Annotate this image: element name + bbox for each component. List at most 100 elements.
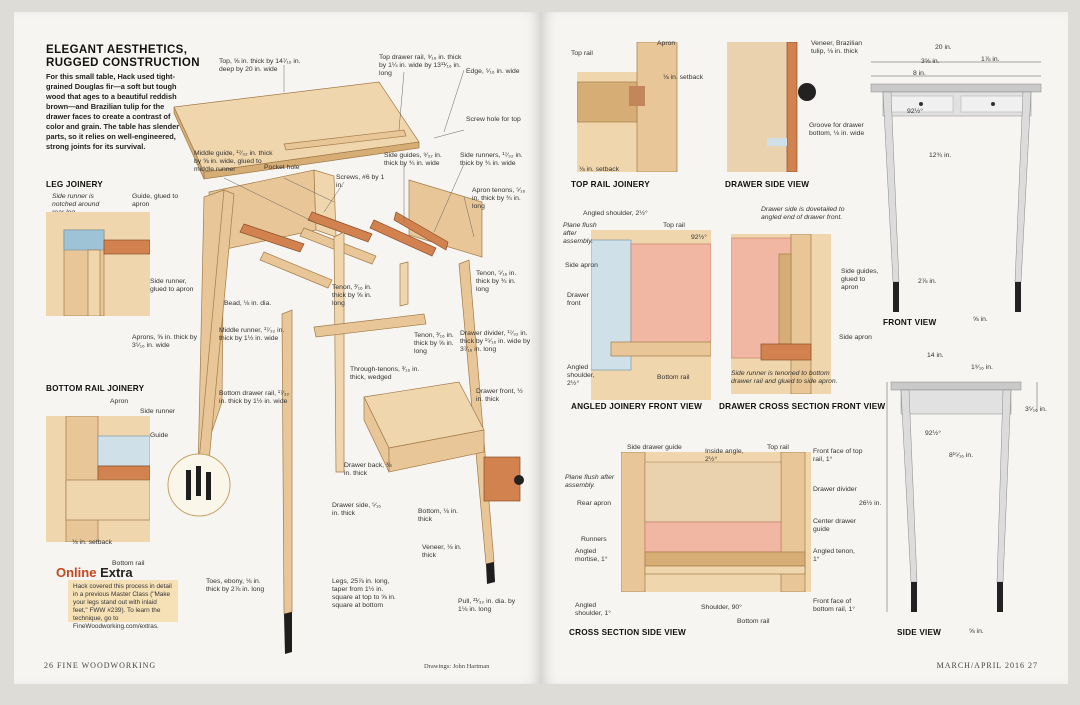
label-apron-tenons: Apron tenons, ⁵⁄₁₆ in. thick by ¾ in. lo…: [472, 187, 526, 210]
drawer-cross-section-illustration: [731, 234, 831, 394]
drawer-groove-label: Groove for drawer bottom, ⅛ in. wide: [809, 122, 865, 137]
runner-front: [259, 251, 333, 289]
label-screws: Screws, #6 by 1 in.: [336, 174, 385, 189]
cs-runners: Runners: [581, 536, 607, 543]
bottom-rail-joinery-illustration: [46, 416, 150, 542]
label-top-drawer-rail: Top drawer rail, ⁹⁄₁₆ in. thick by 1¼ in…: [379, 54, 462, 77]
top-drawer-rail: [283, 129, 407, 151]
label-pull: Pull, ²¹⁄₃₂ in. dia. by 1⅛ in. long: [458, 598, 516, 613]
left-folio: 26 FINE WOODWORKING: [44, 661, 157, 670]
bottom-side-runner-label: Side runner: [140, 408, 176, 415]
right-page: Top rail Apron ⅛ in. setback ⅛ in. setba…: [541, 12, 1068, 684]
drawer-veneer-label: Veneer, Brazilian tulip, ⅛ in. thick: [811, 40, 863, 55]
top-rail-apron-label: Apron: [657, 40, 676, 47]
label-through-tenons: Through-tenons, ³⁄₁₆ in. thick, wedged: [350, 366, 420, 381]
front-dim-f: ⅝ in.: [973, 316, 988, 323]
cs-center-guide: Center drawer guide: [813, 518, 857, 533]
label-screw-hole: Screw hole for top: [466, 116, 521, 123]
angled-joinery-heading: ANGLED JOINERY FRONT VIEW: [571, 402, 703, 411]
angled-bottom-rail: Bottom rail: [657, 374, 690, 381]
leg-joinery-heading: LEG JOINERY: [46, 180, 103, 189]
angled-shoulder-top: Angled shoulder, 2½°: [583, 210, 648, 217]
label-drawer-divider: Drawer divider, ¹⁷⁄₃₂ in. thick by ¹⁵⁄₁₆…: [460, 330, 531, 353]
drawing-credit: Drawings: John Hartman: [424, 663, 490, 670]
tabletop-side: [173, 106, 205, 180]
angled-side-apron: Side apron: [565, 262, 598, 269]
front-dim-b: 8 in.: [913, 70, 926, 77]
leg-guide-label: Guide, glued to apron: [132, 193, 179, 208]
front-dim-c: 1⅞ in.: [981, 56, 1000, 63]
cs-angled-shoulder: Angled shoulder, 1°: [575, 602, 611, 617]
label-bottom-drawer-rail: Bottom drawer rail, ¹⁷⁄₃₂ in. thick by 1…: [219, 390, 290, 405]
front-dim-d: 12¾ in.: [929, 152, 952, 159]
cs-bottom-rail: Bottom rail: [737, 618, 770, 625]
drawer-divider: [399, 261, 409, 307]
label-tenon-a: Tenon, ⁵⁄₁₆ in. thick by ¾ in. long: [476, 270, 517, 293]
side-dim-b: 3⁵⁄₁₆ in.: [1025, 406, 1047, 413]
side-runner-right: [369, 219, 437, 257]
cs-rear-apron: Rear apron: [577, 500, 612, 507]
online-extra-title-b: Extra: [96, 565, 133, 580]
online-extra-title: Online Extra: [56, 565, 133, 580]
side-height: 26½ in.: [859, 500, 882, 507]
label-toes: Toes, ebony, ⅛ in. thick by 2⅞ in. long: [206, 578, 265, 593]
leg-side-runner-label: Side runner, glued to apron: [150, 278, 194, 293]
drawer-side-view-illustration: [727, 42, 816, 172]
label-tenon-c: Tenon, ³⁄₁₆ in. thick by ⅝ in. long: [414, 332, 454, 355]
label-tenon-b: Tenon, ³⁄₁₆ in. thick by ⅝ in. long: [332, 284, 372, 307]
label-veneer: Veneer, ⅛ in. thick: [422, 544, 462, 559]
label-bottom: Bottom, ⅛ in. thick: [418, 508, 459, 523]
front-angle: 92½°: [907, 108, 923, 115]
cross-dovetail-note: Drawer side is dovetailed to angled end …: [761, 206, 845, 221]
cs-shoulder: Shoulder, 90°: [701, 604, 742, 611]
cs-front-face-top: Front face of top rail, 1°: [813, 448, 863, 463]
front-left-toe: [284, 612, 292, 654]
front-view-illustration: [870, 61, 1042, 312]
bottom-apron-label: Apron: [110, 398, 129, 405]
front-width-dim: 20 in.: [935, 44, 952, 51]
leg-joinery-illustration: [46, 212, 150, 316]
front-dim-a: 3⅝ in.: [921, 58, 940, 65]
label-bead: Bead, ⅛ in. dia.: [224, 300, 272, 307]
page-title: ELEGANT AESTHETICS, RUGGED CONSTRUCTION: [46, 44, 200, 70]
top-rail-joinery-illustration: [577, 42, 678, 172]
front-right-toe: [486, 562, 495, 584]
label-drawer-front: Drawer front, ½ in. thick: [476, 388, 523, 403]
side-dim-c: 8¹⁵⁄₁₆ in.: [949, 452, 974, 459]
left-page: ELEGANT AESTHETICS, RUGGED CONSTRUCTION …: [14, 12, 541, 684]
side-runner-left: [239, 223, 305, 253]
angled-shoulder-bottom: Angled shoulder, 2½°: [567, 364, 595, 387]
side-depth-dim: 14 in.: [927, 352, 944, 359]
cs-side-drawer-guide: Side drawer guide: [627, 444, 682, 451]
label-side-guides: Side guides, ⁹⁄₃₂ in. thick by ¾ in. wid…: [384, 152, 442, 167]
bottom-rail-label: Bottom rail: [112, 560, 145, 567]
side-view-heading: SIDE VIEW: [897, 628, 942, 637]
label-middle-guide: Middle guide, ¹⁷⁄₃₂ in. thick by ⅝ in. w…: [194, 150, 273, 173]
cs-plane-flush: Plane flush after assembly.: [565, 474, 615, 489]
toe-detail-illustration: [167, 453, 231, 517]
angled-plane-flush: Plane flush after assembly.: [563, 222, 597, 245]
title-line-2: RUGGED CONSTRUCTION: [46, 57, 200, 69]
label-edge: Edge, ⁵⁄₁₆ in. wide: [466, 68, 520, 75]
drawer-front-face: [388, 429, 485, 473]
label-pocket-hole: Pocket hole: [264, 164, 300, 171]
angled-joinery-illustration: [591, 230, 711, 400]
angled-angle: 92½°: [691, 234, 707, 241]
drawer-cross-section-heading: DRAWER CROSS SECTION FRONT VIEW: [719, 402, 886, 411]
side-guide: [393, 211, 449, 251]
exploded-table-illustration: [173, 65, 524, 654]
magazine-spread: ELEGANT AESTHETICS, RUGGED CONSTRUCTION …: [14, 12, 1068, 684]
title-line-1: ELEGANT AESTHETICS,: [46, 44, 188, 56]
intro-text: For this small table, Hack used tight-gr…: [46, 72, 180, 151]
right-folio: MARCH/APRIL 2016 27: [936, 661, 1038, 670]
rear-right-leg: [333, 231, 345, 473]
cross-runner-note: Side runner is tenoned to bottom drawer …: [731, 370, 838, 385]
label-drawer-back: Drawer back, ⅜ in. thick: [344, 462, 392, 477]
angled-drawer-front: Drawer front: [567, 292, 589, 307]
cross-side-apron: Side apron: [839, 334, 872, 341]
bottom-drawer-rail: [313, 313, 427, 338]
leg-aprons-label: Aprons, ⅝ in. thick by 3⁵⁄₁₆ in. wide: [132, 334, 197, 349]
top-rail-label: Top rail: [571, 50, 593, 57]
side-dim-d: ⅝ in.: [969, 628, 984, 635]
middle-guide: [307, 211, 373, 243]
